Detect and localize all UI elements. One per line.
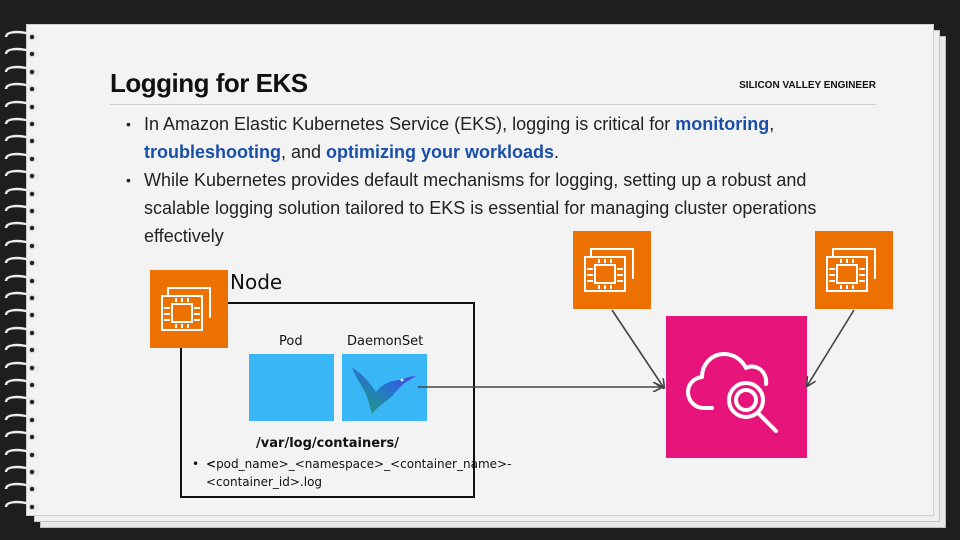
bullet-dot: • xyxy=(192,457,200,471)
log-file-pattern-text: pod_name>_<namespace>_<container_name>-<… xyxy=(206,457,512,489)
hummingbird-icon xyxy=(352,368,416,414)
binding-ring xyxy=(4,170,40,181)
brand-label: SILICON VALLEY ENGINEER xyxy=(739,80,876,91)
pod-label: Pod xyxy=(279,334,303,349)
spiral-binding xyxy=(0,30,46,520)
bullet-2-text: While Kubernetes provides default mechan… xyxy=(144,170,817,246)
bullet-list: In Amazon Elastic Kubernetes Service (EK… xyxy=(126,110,866,250)
binding-ring xyxy=(4,117,40,128)
instance-right-to-logging-arrow xyxy=(807,309,855,386)
bullet-item-2: While Kubernetes provides default mechan… xyxy=(126,166,866,250)
binding-ring xyxy=(4,239,40,250)
binding-ring xyxy=(4,291,40,302)
node-label: Node xyxy=(230,270,283,294)
node-container xyxy=(180,302,475,498)
binding-ring xyxy=(4,100,40,111)
binding-ring xyxy=(4,30,40,41)
binding-ring xyxy=(4,83,40,94)
log-file-pattern: • <pod_name>_<namespace>_<container_name>… xyxy=(192,455,511,491)
binding-ring xyxy=(4,187,40,198)
highlight-optimizing: optimizing your workloads xyxy=(326,142,555,162)
instance-left-icon xyxy=(573,231,651,309)
binding-ring xyxy=(4,204,40,215)
binding-ring xyxy=(4,465,40,476)
binding-ring xyxy=(4,326,40,337)
bullet-1-separator: , xyxy=(769,114,775,134)
cloud-magnifier-icon xyxy=(686,352,778,433)
node-ec2-icon xyxy=(150,270,228,348)
slide-title: Logging for EKS xyxy=(110,68,308,98)
log-file-pattern-prefix: < xyxy=(206,457,217,471)
binding-ring xyxy=(4,344,40,355)
binding-ring xyxy=(4,413,40,424)
binding-ring xyxy=(4,500,40,511)
daemonset-box xyxy=(342,354,427,421)
daemonset-label: DaemonSet xyxy=(347,334,424,349)
binding-ring xyxy=(4,257,40,268)
binding-ring xyxy=(4,448,40,459)
binding-ring xyxy=(4,396,40,407)
binding-ring xyxy=(4,222,40,233)
binding-ring xyxy=(4,65,40,76)
pod-box xyxy=(249,354,334,421)
instance-left-to-logging-arrow xyxy=(611,309,664,388)
logging-service-icon xyxy=(666,316,807,458)
chip-icon xyxy=(826,248,876,292)
binding-ring xyxy=(4,431,40,442)
log-path-title: /var/log/containers/ xyxy=(256,436,399,451)
instance-right-icon xyxy=(815,231,893,309)
highlight-troubleshooting: troubleshooting xyxy=(144,142,281,162)
binding-ring xyxy=(4,309,40,320)
chip-icon xyxy=(584,248,634,292)
chip-icon xyxy=(161,287,211,331)
binding-ring xyxy=(4,274,40,285)
bullet-1-end: . xyxy=(554,142,560,162)
bullet-1-separator-2: , and xyxy=(280,142,327,162)
bullet-1-text: In Amazon Elastic Kubernetes Service (EK… xyxy=(144,114,676,134)
bullet-item-1: In Amazon Elastic Kubernetes Service (EK… xyxy=(126,110,866,166)
binding-ring xyxy=(4,483,40,494)
binding-ring xyxy=(4,378,40,389)
binding-ring xyxy=(4,361,40,372)
title-divider xyxy=(110,104,876,105)
binding-ring xyxy=(4,135,40,146)
binding-ring xyxy=(4,48,40,59)
highlight-monitoring: monitoring xyxy=(675,114,770,134)
binding-ring xyxy=(4,152,40,163)
